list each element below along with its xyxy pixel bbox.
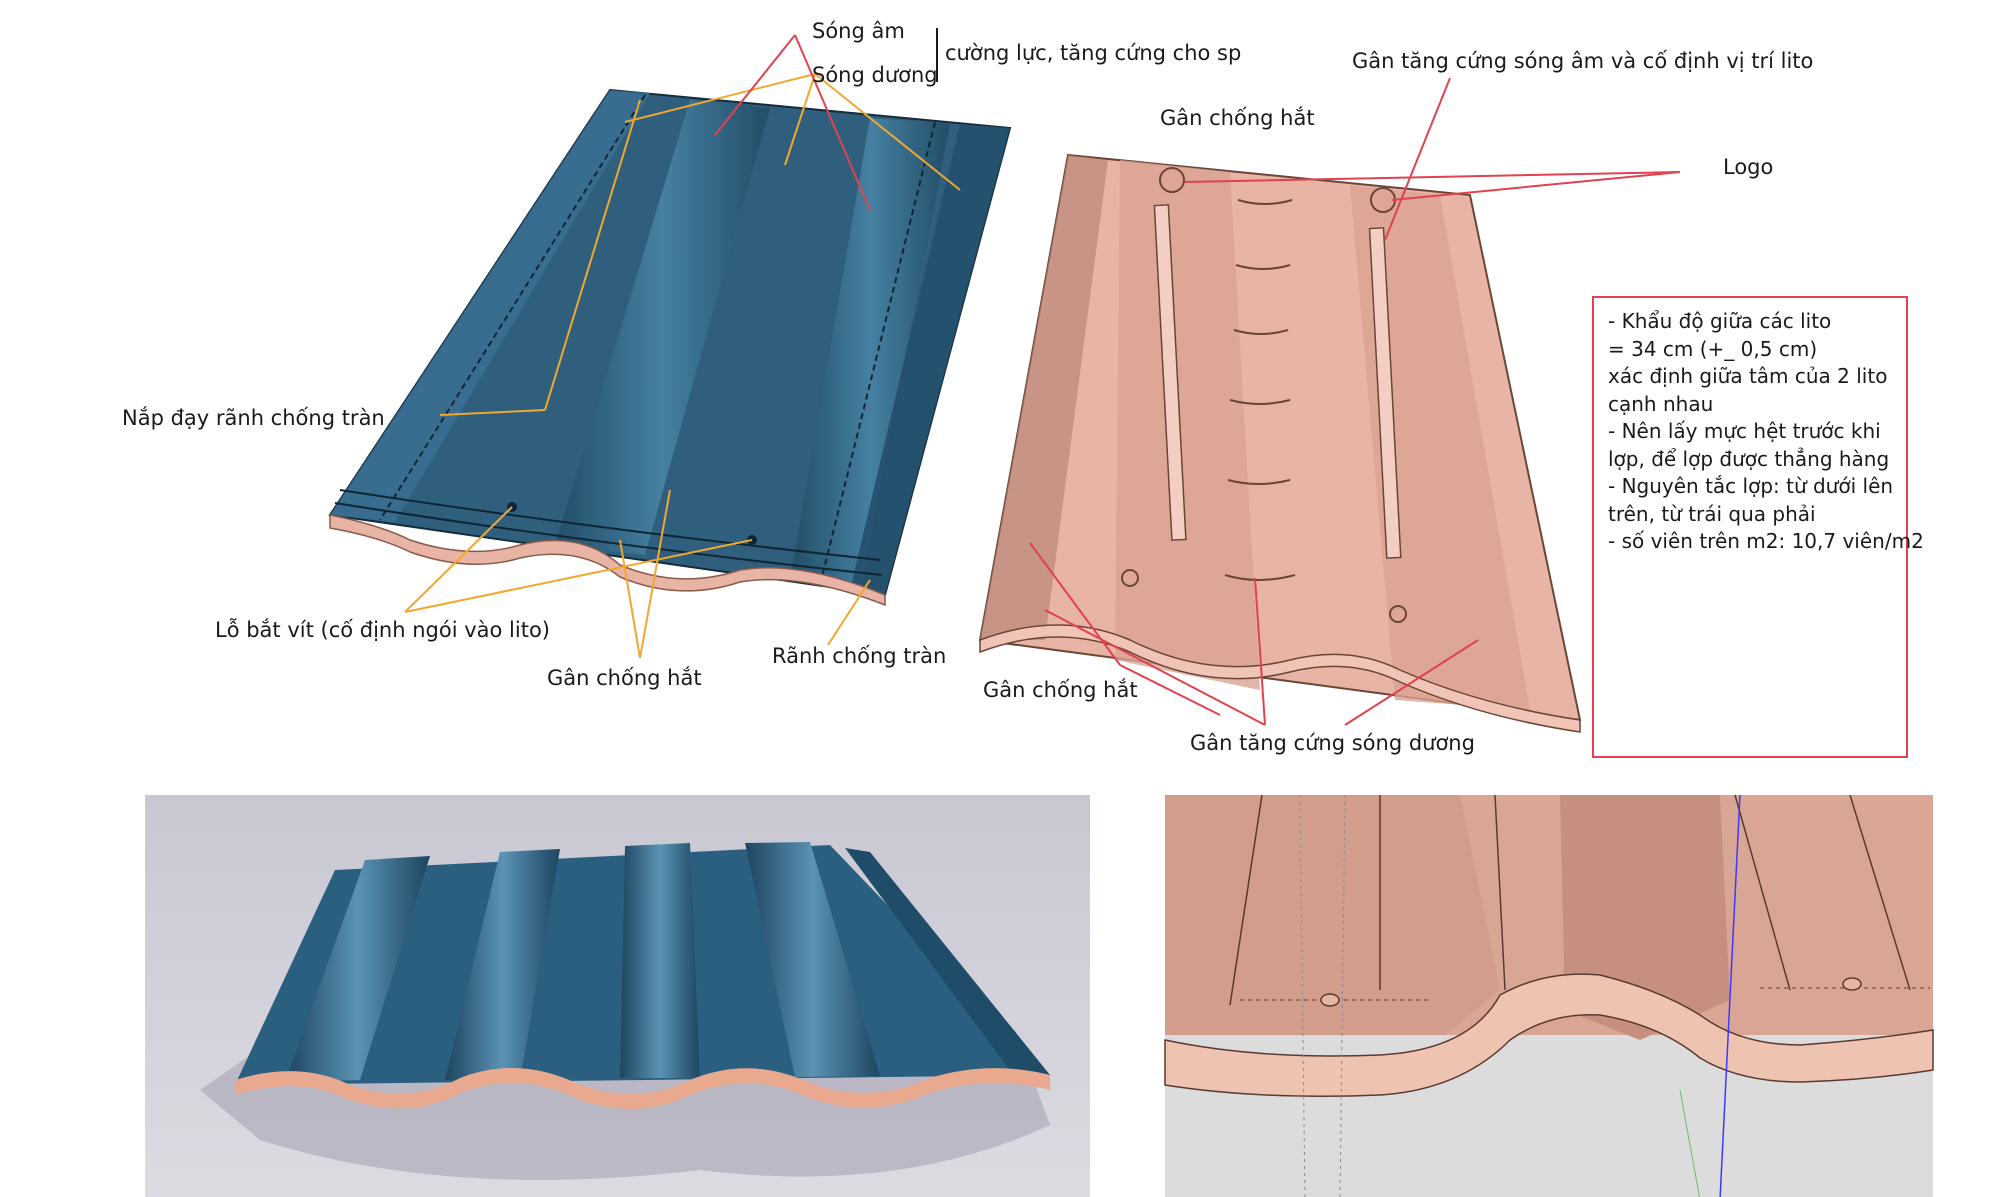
render-blue-tile xyxy=(145,795,1090,1197)
note-line: trên, từ trái qua phải xyxy=(1608,501,1816,526)
label-gan-tang-cung-song-am: Gân tăng cứng sóng âm và cố định vị trí … xyxy=(1352,49,1813,73)
note-line: cạnh nhau xyxy=(1608,391,1714,416)
render-closeup-model xyxy=(1164,794,1934,1197)
note-line: = 34 cm (+_ 0,5 cm) xyxy=(1608,336,1818,361)
note-line: - Nguyên tắc lợp: từ dưới lên xyxy=(1608,474,1894,498)
render-ridges xyxy=(285,842,1050,1082)
label-cuong-luc: cường lực, tăng cứng cho sp xyxy=(945,41,1241,65)
note-line: - Khẩu độ giữa các lito xyxy=(1608,309,1832,333)
label-logo: Logo xyxy=(1723,155,1773,179)
installation-notes-box: - Khẩu độ giữa các lito = 34 cm (+_ 0,5 … xyxy=(1592,296,1924,758)
label-song-duong: Sóng dương xyxy=(812,63,938,87)
red-leader-lines xyxy=(714,34,1681,726)
label-ranh-chong-tran: Rãnh chống tràn xyxy=(772,644,946,668)
note-line: - số viên trên m2: 10,7 viên/m2 xyxy=(1608,529,1924,553)
label-song-am: Sóng âm xyxy=(812,19,905,43)
label-gan-chong-hat-right: Gân chống hắt xyxy=(983,678,1138,702)
label-gan-chong-hat-top: Gân chống hắt xyxy=(1160,106,1315,130)
note-line: - Nên lấy mực hệt trước khi xyxy=(1608,419,1881,443)
note-line: lợp, để lợp được thẳng hàng xyxy=(1608,446,1890,471)
label-gan-tang-cung-song-duong: Gân tăng cứng sóng dương xyxy=(1190,731,1475,755)
terracotta-tile-illustration xyxy=(978,153,1582,733)
label-gan-chong-hat-left: Gân chống hắt xyxy=(547,666,702,690)
label-lo-bat-vit: Lỗ bắt vít (cố định ngói vào lito) xyxy=(215,617,550,642)
label-nap-day: Nắp đạy rãnh chống tràn xyxy=(122,406,385,430)
orange-leader-lines xyxy=(404,73,961,659)
blue-tile-illustration xyxy=(328,88,1012,607)
note-line: xác định giữa tâm của 2 lito xyxy=(1608,364,1888,388)
